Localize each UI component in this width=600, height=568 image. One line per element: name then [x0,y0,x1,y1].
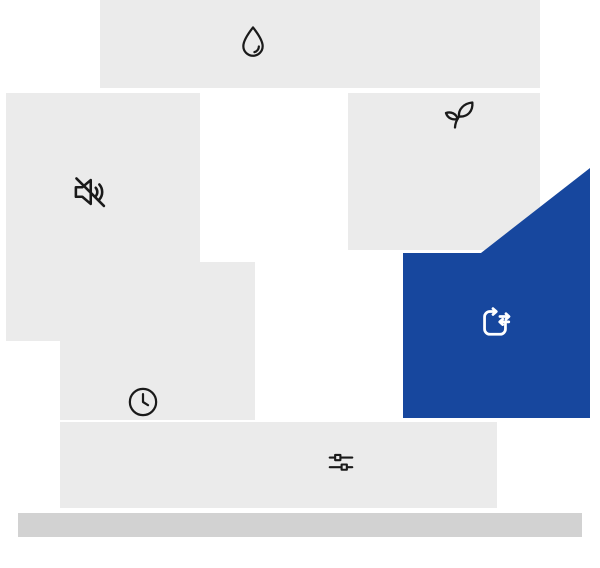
eco-leaves-icon [438,95,478,135]
speaker-mute-icon [68,170,112,214]
clock-icon [124,383,162,421]
horizontal-scrollbar[interactable] [18,513,582,537]
rotate-swap-icon [473,300,517,344]
water-drop-icon [234,23,272,61]
sliders-icon [323,445,359,481]
tile-water[interactable] [100,0,540,88]
tile-eco[interactable] [348,93,540,250]
tile-sliders[interactable] [60,422,497,508]
tile-clock[interactable] [60,262,255,420]
